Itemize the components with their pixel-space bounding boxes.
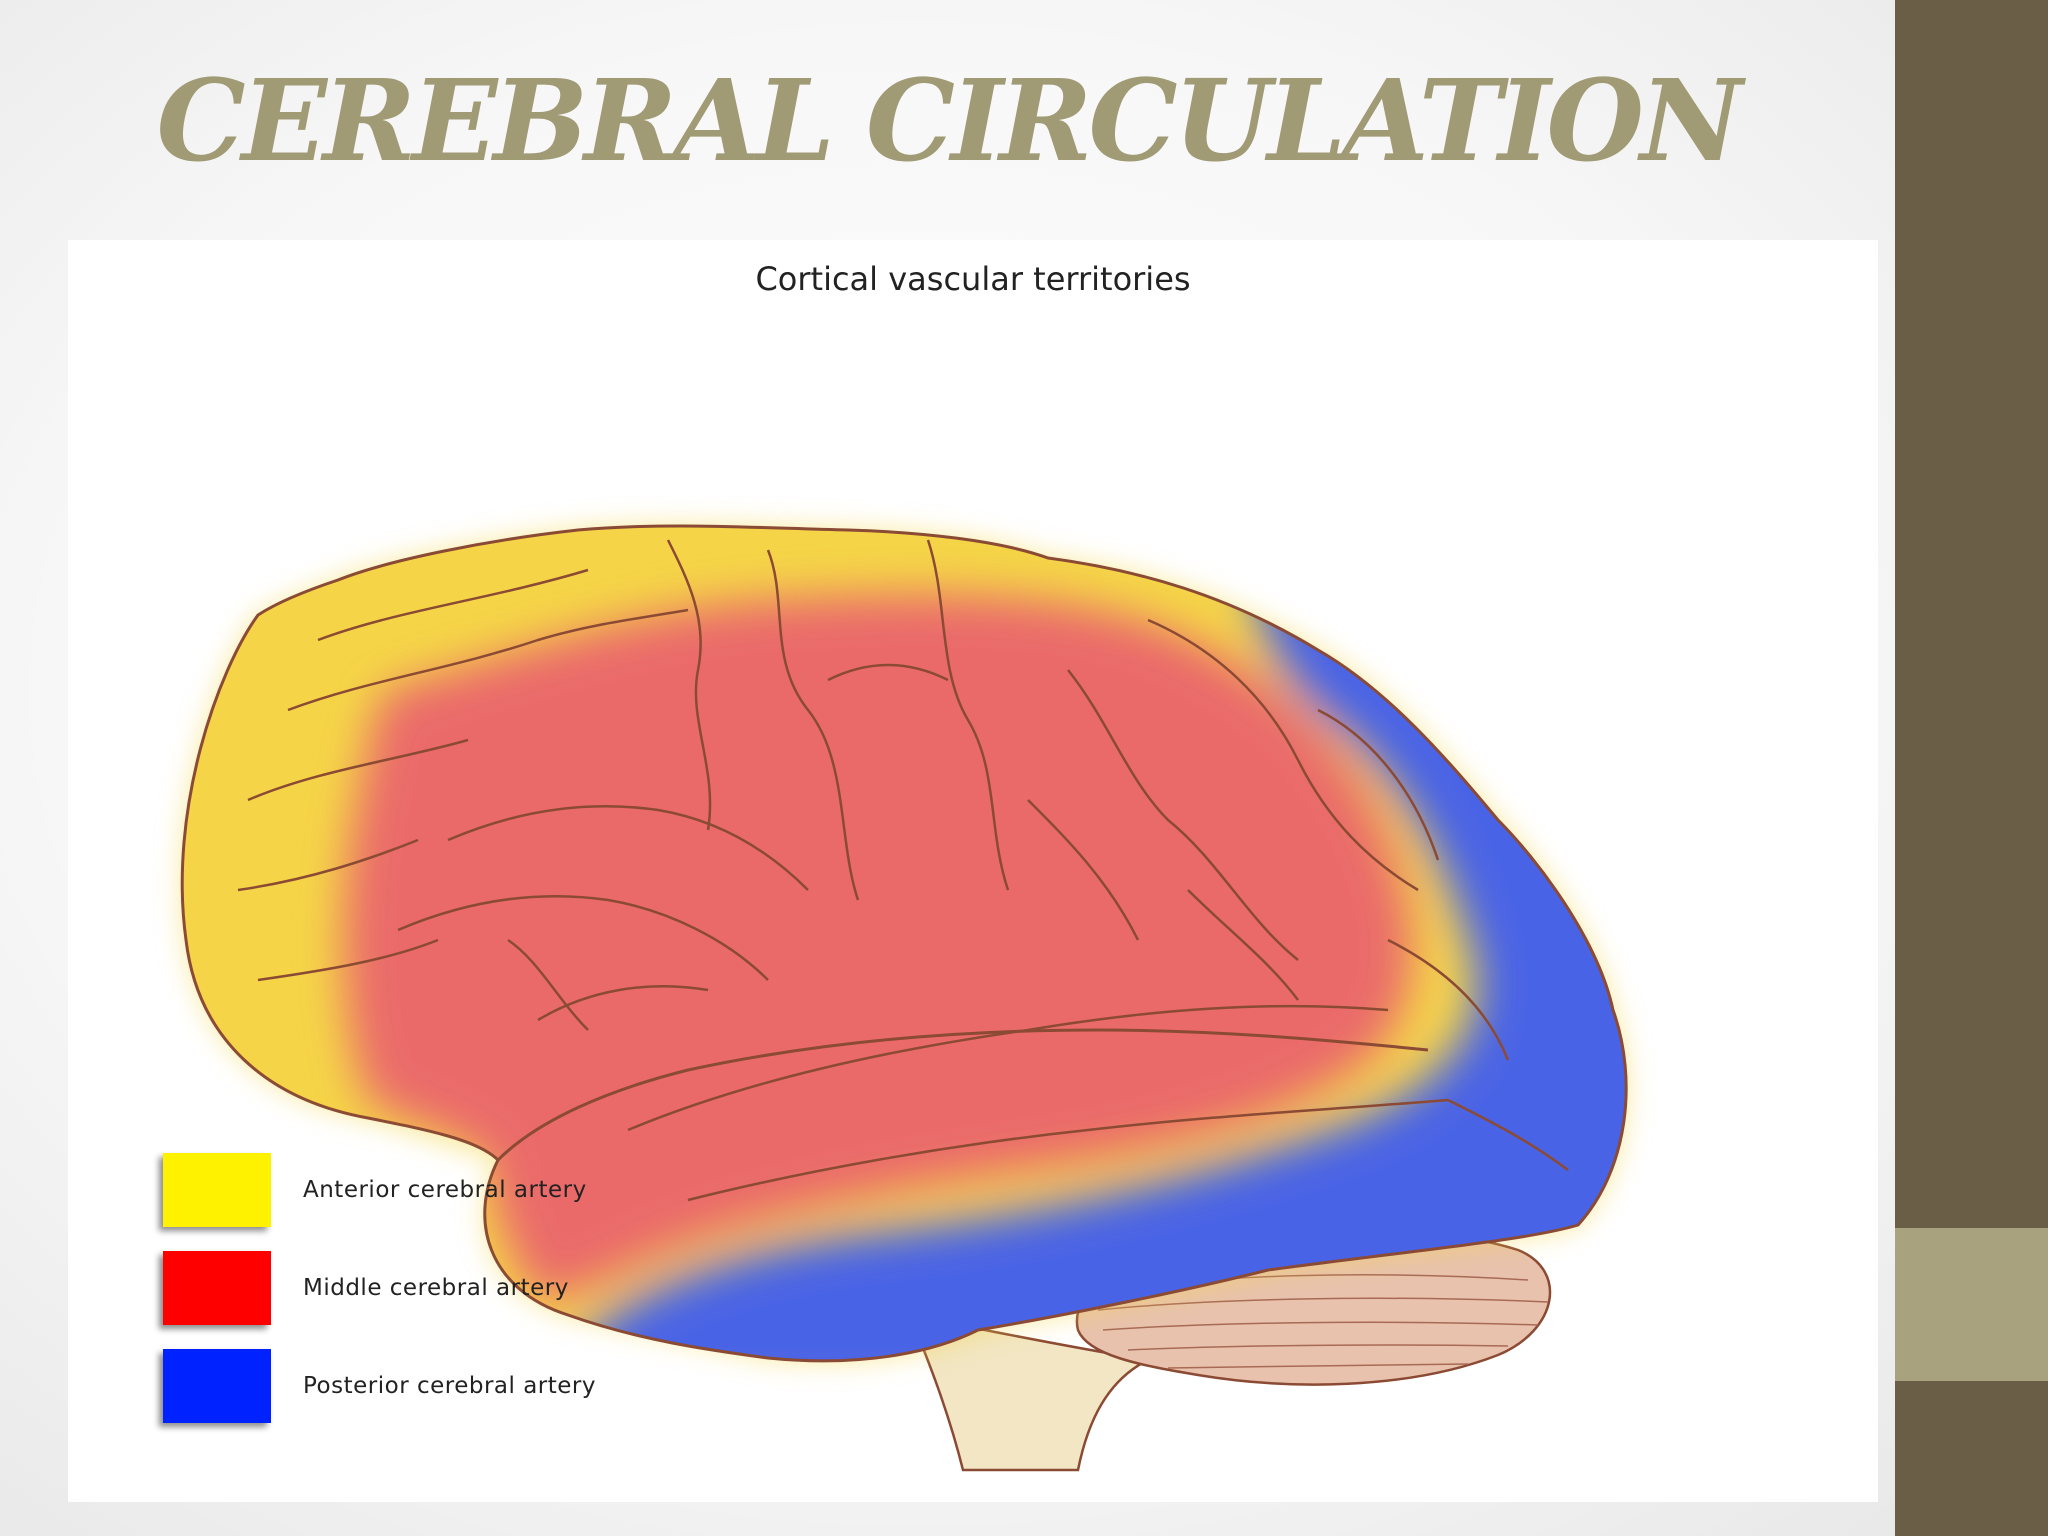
lateral-fissure xyxy=(496,1028,1429,1162)
legend-label-anterior: Anterior cerebral artery xyxy=(303,1177,587,1203)
cerebrum-outline xyxy=(180,524,1628,1363)
legend-item-posterior: Posterior cerebral artery xyxy=(163,1346,596,1426)
brain-illustration xyxy=(180,524,1628,1472)
diagram-panel: Cortical vascular territories Anterior c… xyxy=(68,240,1878,1502)
side-bar-accent xyxy=(1895,1228,2048,1381)
brainstem xyxy=(907,1313,1152,1472)
vascular-territories xyxy=(182,525,1627,1361)
legend-label-middle: Middle cerebral artery xyxy=(303,1275,569,1301)
legend-swatch-anterior xyxy=(163,1153,271,1227)
sulci xyxy=(237,539,1569,1202)
legend-item-anterior: Anterior cerebral artery xyxy=(163,1150,587,1230)
legend-label-posterior: Posterior cerebral artery xyxy=(303,1373,596,1399)
posterior-territory xyxy=(538,530,1627,1361)
legend-swatch-posterior xyxy=(163,1349,271,1423)
legend-swatch-middle xyxy=(163,1251,271,1325)
slide-title: CEREBRAL CIRCULATION xyxy=(156,56,1743,187)
diagram-title: Cortical vascular territories xyxy=(755,260,1191,298)
legend-item-middle: Middle cerebral artery xyxy=(163,1248,569,1328)
